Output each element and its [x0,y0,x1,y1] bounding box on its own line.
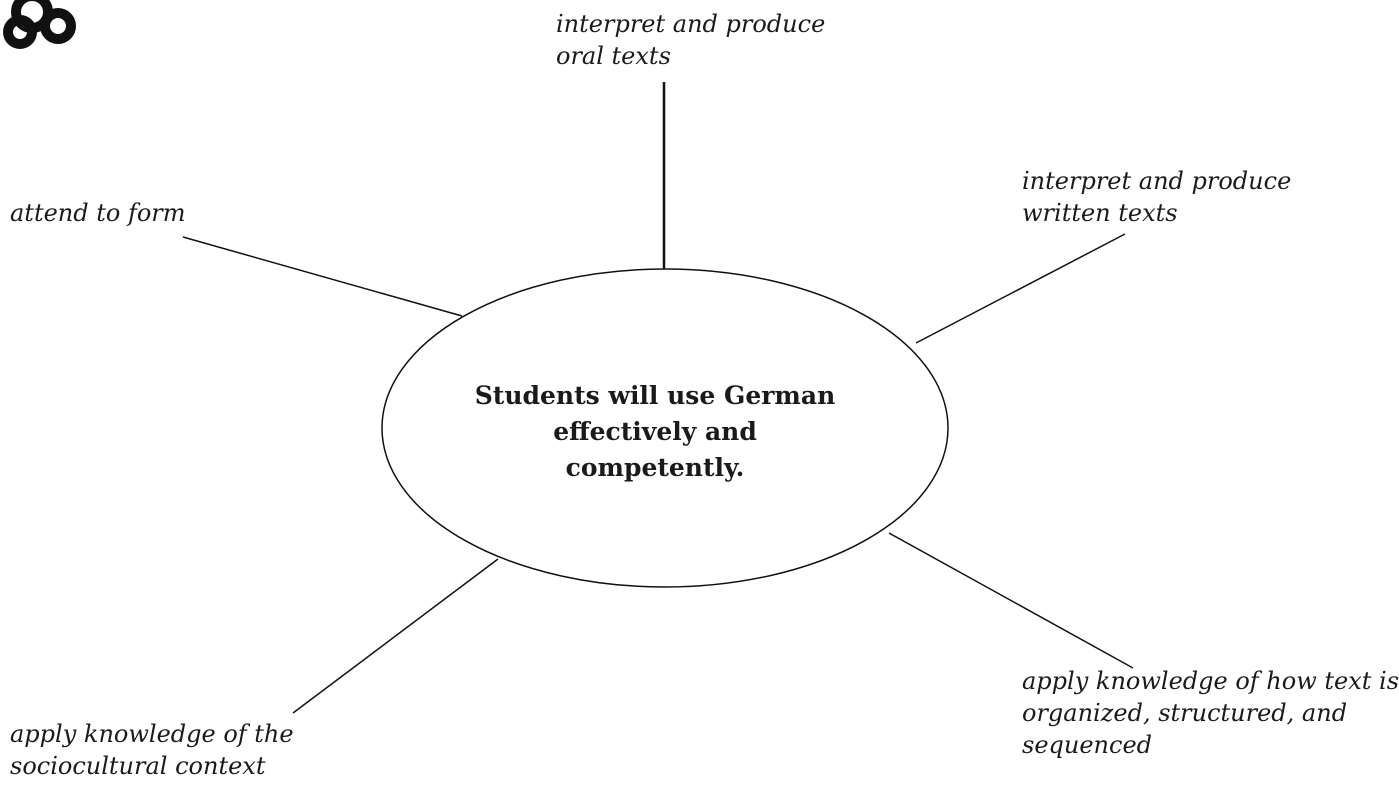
center-ellipse [381,268,949,588]
branch-label-written: interpret and produce written texts [1022,167,1292,227]
center-statement: Students will use German effectively and… [420,378,890,486]
connector-form [182,236,463,317]
center-line: effectively and [553,417,757,446]
branch-label-organization: apply knowledge of how text is organized… [1022,667,1399,759]
center-line: competently. [565,453,745,482]
branch-label-form: attend to form [10,199,186,227]
center-line: Students will use German [474,381,836,410]
knot-icon [3,0,76,49]
connector-organization [888,532,1134,669]
connector-written [915,233,1126,344]
connector-sociocultural [292,558,499,714]
branch-label-oral: interpret and produce oral texts [556,10,826,70]
branch-label-sociocultural: apply knowledge of the sociocultural con… [10,720,294,780]
